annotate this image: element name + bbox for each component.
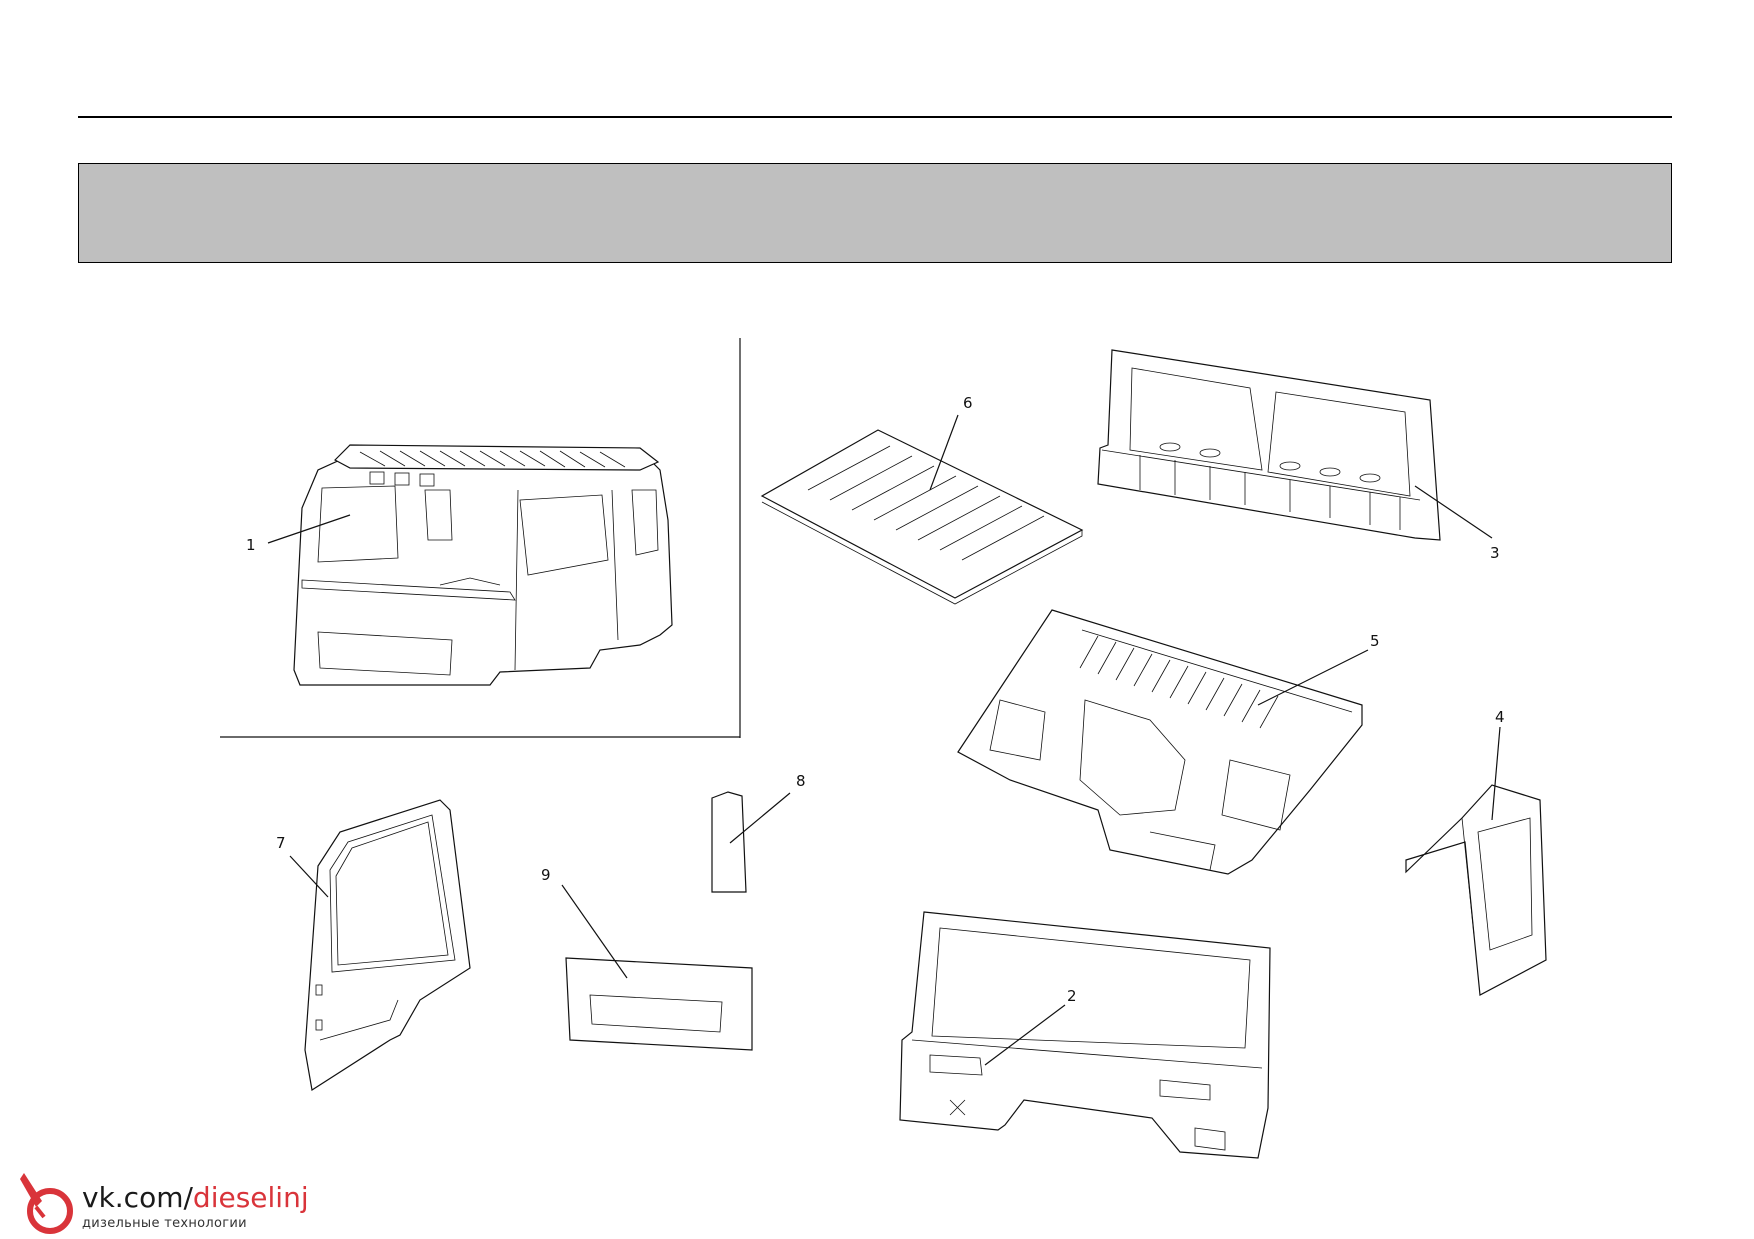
dieselinj-logo-icon bbox=[20, 1173, 73, 1234]
leader-7 bbox=[289, 855, 329, 898]
callout-5: 5 bbox=[1370, 632, 1380, 650]
leader-4 bbox=[1491, 726, 1501, 821]
part-cab-assembly bbox=[293, 444, 673, 686]
part-front-lower-panel bbox=[565, 957, 753, 1051]
leader-9 bbox=[561, 884, 628, 979]
leader-6 bbox=[929, 414, 959, 491]
callout-2: 2 bbox=[1067, 987, 1077, 1005]
callout-9: 9 bbox=[541, 866, 551, 884]
top-rule bbox=[78, 116, 1672, 118]
leader-3 bbox=[1414, 485, 1493, 539]
watermark-prefix: vk.com/ bbox=[82, 1181, 193, 1214]
header-band bbox=[78, 163, 1672, 263]
part-rear-corner-pillar bbox=[1405, 784, 1547, 996]
leader-8 bbox=[729, 792, 791, 844]
callout-4: 4 bbox=[1495, 708, 1505, 726]
part-small-pillar bbox=[711, 791, 747, 893]
callout-6: 6 bbox=[963, 394, 973, 412]
watermark-highlight: dieselinj bbox=[192, 1181, 309, 1214]
watermark-subtitle: дизельные технологии bbox=[82, 1216, 247, 1231]
part-floor-assembly bbox=[957, 609, 1363, 875]
callout-7: 7 bbox=[276, 834, 286, 852]
callout-1: 1 bbox=[246, 536, 256, 554]
leader-1 bbox=[267, 514, 351, 544]
part-door bbox=[304, 799, 471, 1091]
watermark-url: vk.com/dieselinj bbox=[82, 1184, 309, 1212]
leader-2 bbox=[984, 1004, 1066, 1066]
callout-3: 3 bbox=[1490, 544, 1500, 562]
callout-8: 8 bbox=[796, 772, 806, 790]
part-rear-panel bbox=[1097, 349, 1441, 541]
part-roof-panel bbox=[760, 429, 1084, 605]
leader-5 bbox=[1257, 649, 1369, 706]
part-front-panel bbox=[899, 911, 1271, 1159]
